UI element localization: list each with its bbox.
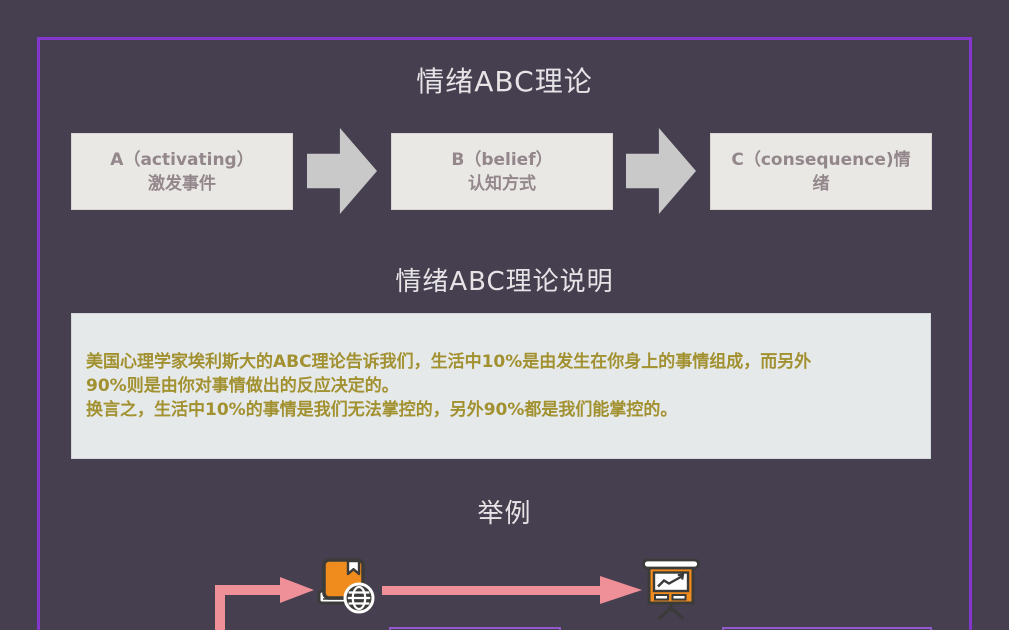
flow-box-activating: A（activating） 激发事件: [71, 133, 293, 210]
explanation-heading: 情绪ABC理论说明: [395, 267, 614, 297]
flow-box-activating-label: A（activating） 激发事件: [110, 149, 254, 194]
presentation-chart-icon: [642, 558, 700, 620]
explanation-note-box: 美国心理学家埃利斯大的ABC理论告诉我们，生活中10%是由发生在你身上的事情组成…: [71, 313, 931, 459]
flow-box-consequence-label: C（consequence)情 绪: [731, 149, 911, 194]
flow-box-belief: B（belief） 认知方式: [391, 133, 613, 210]
explanation-text: 美国心理学家埃利斯大的ABC理论告诉我们，生活中10%是由发生在你身上的事情组成…: [86, 352, 812, 420]
right-arrow-head-icon: [600, 576, 642, 604]
slide-border-frame: [37, 37, 972, 630]
example-box-partial-left: [389, 627, 561, 630]
elbow-arrow-connector-horizontal: [215, 585, 281, 595]
right-arrow-connector: [382, 586, 601, 595]
flow-box-belief-label: B（belief） 认知方式: [451, 149, 553, 194]
example-box-partial-right: [722, 627, 932, 630]
example-heading: 举例: [477, 499, 532, 529]
slide-title: 情绪ABC理论: [416, 65, 593, 98]
elbow-arrow-connector-vertical: [215, 585, 225, 630]
elbow-arrow-head-icon: [280, 577, 314, 603]
book-globe-icon: [317, 558, 375, 614]
flow-box-consequence: C（consequence)情 绪: [710, 133, 932, 210]
